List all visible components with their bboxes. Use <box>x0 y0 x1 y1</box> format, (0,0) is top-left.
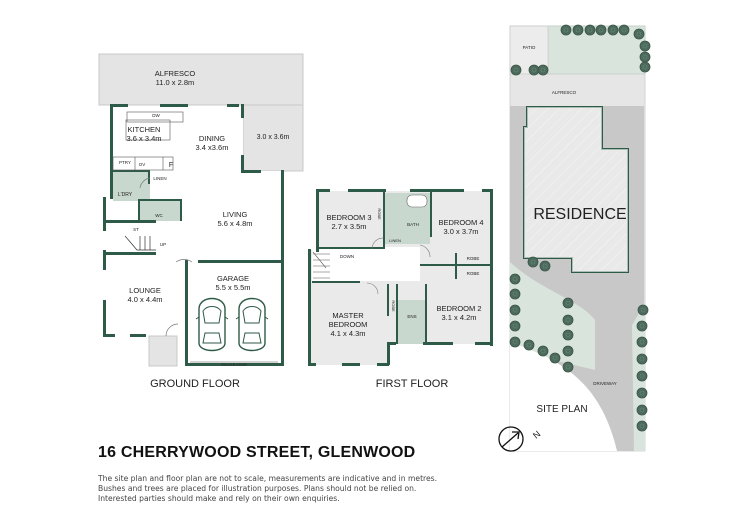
north-label: N <box>531 429 542 441</box>
lounge-label: LOUNGE <box>129 286 161 295</box>
kitchen-size: 3.6 x 3.4m <box>126 134 161 143</box>
porch-area <box>148 335 178 367</box>
lounge-size: 4.0 x 4.4m <box>127 295 162 304</box>
garage-size: 5.5 x 5.5m <box>215 283 250 292</box>
storage-label: ST <box>133 227 139 232</box>
dining-label: DINING <box>199 134 225 143</box>
kitchen-label: KITCHEN <box>128 125 161 134</box>
disclaimer-line: Bushes and trees are placed for illustra… <box>98 484 417 493</box>
bedroom4-size: 3.0 x 3.7m <box>443 227 478 236</box>
robe-label: ROBE <box>467 271 480 276</box>
down-label: DOWN <box>340 254 354 259</box>
residence-label: RESIDENCE <box>533 206 626 223</box>
bedroom3-label: BEDROOM 3 <box>326 213 371 222</box>
master-bedroom-label-2: BEDROOM <box>329 320 368 329</box>
linen-label: LINEN <box>153 176 166 181</box>
property-address: 16 CHERRYWOOD STREET, GLENWOOD <box>98 444 416 461</box>
site-plan: RESIDENCE PATIO ALFRESCO DRIVEWAY SITE P… <box>498 24 651 452</box>
alfresco-label: ALFRESCO <box>552 90 577 95</box>
bedroom3-size: 2.7 x 3.5m <box>331 222 366 231</box>
robe-label: ROBE <box>467 256 480 261</box>
laundry-label: L'DRY <box>118 192 133 198</box>
bedroom4-label: BEDROOM 4 <box>438 218 483 227</box>
dining-size: 3.4 x3.6m <box>196 143 229 152</box>
up-label: UP <box>160 242 166 247</box>
north-arrow-icon <box>498 426 524 452</box>
garage-label: GARAGE <box>217 274 249 283</box>
bath-label: BATH <box>407 222 419 227</box>
alfresco-area <box>98 53 304 106</box>
first-floor-caption: FIRST FLOOR <box>376 378 449 390</box>
extension-size: 3.0 x 3.6m <box>257 134 290 141</box>
patio-label: PATIO <box>523 45 536 50</box>
alfresco-label: ALFRESCO <box>155 69 196 78</box>
master-bedroom-size: 4.1 x 4.3m <box>330 329 365 338</box>
robe-label: ROBE <box>391 300 396 312</box>
disclaimer-line: The site plan and floor plan are not to … <box>98 474 438 483</box>
fridge-label: F <box>169 162 173 169</box>
robe-label: ROBE <box>377 208 382 220</box>
disclaimer: The site plan and floor plan are not to … <box>98 474 438 504</box>
roller-door-label: ROLLER DOOR <box>221 363 247 367</box>
ensuite-label: ENS <box>407 314 416 319</box>
dishwasher-label: DW <box>152 113 160 118</box>
living-size: 5.6 x 4.8m <box>217 219 252 228</box>
pantry-label: PTRY <box>119 160 131 165</box>
site-plan-caption: SITE PLAN <box>536 404 587 415</box>
linen-label: LINEN <box>389 238 401 243</box>
extension-area <box>242 104 304 172</box>
bedroom2-label: BEDROOM 2 <box>436 304 481 313</box>
driveway-label: DRIVEWAY <box>593 381 617 386</box>
alfresco-size: 11.0 x 2.8m <box>156 78 195 87</box>
wc-area <box>138 199 181 221</box>
disclaimer-line: Interested parties should make and rely … <box>98 494 340 503</box>
ground-floor-plan: ALFRESCO 11.0 x 2.8m 3.0 x 3.6m KITCHEN … <box>98 53 304 390</box>
oven-label: OV <box>139 162 146 167</box>
living-label: LIVING <box>223 210 248 219</box>
master-bedroom-label-1: MASTER <box>332 311 364 320</box>
bedroom2-size: 3.1 x 4.2m <box>441 313 476 322</box>
laundry-area <box>113 172 150 201</box>
wc-label: WC <box>155 213 163 218</box>
ground-floor-caption: GROUND FLOOR <box>150 378 240 390</box>
first-floor-plan: BEDROOM 3 2.7 x 3.5m BEDROOM 4 3.0 x 3.7… <box>308 189 493 390</box>
